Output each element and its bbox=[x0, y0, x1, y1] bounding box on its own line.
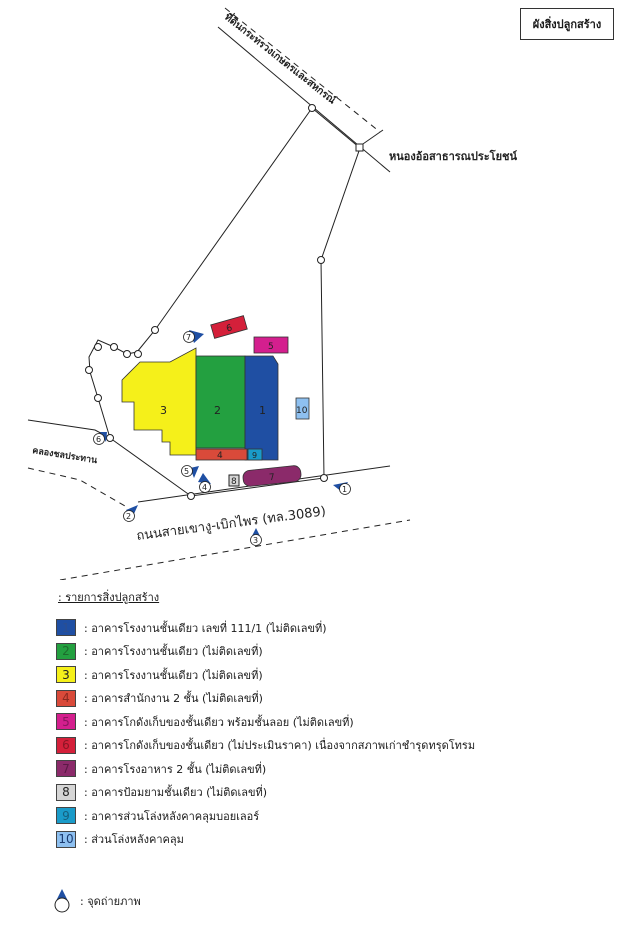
legend-item-3: 3 : อาคารโรงงานชั้นเดียว (ไม่ติดเลขที่) bbox=[56, 663, 616, 687]
building-2[interactable] bbox=[195, 355, 246, 449]
building-7-label: 7 bbox=[269, 473, 276, 484]
swatch-5: 5 bbox=[56, 713, 76, 731]
building-8-label: 8 bbox=[231, 477, 237, 487]
canal-label: คลองชลประทาน bbox=[32, 445, 99, 466]
photo-point-legend-text: : จุดถ่ายภาพ bbox=[80, 895, 141, 908]
north-land-line bbox=[217, 26, 391, 173]
photo-point-6[interactable]: 6 bbox=[93, 432, 108, 445]
legend-text-6: : อาคารโกดังเก็บของชั้นเดียว (ไม่ประเมิน… bbox=[84, 739, 476, 753]
legend-heading: : รายการสิ่งปลูกสร้าง bbox=[58, 591, 160, 604]
svg-text:2: 2 bbox=[126, 512, 131, 521]
legend-text-8: : อาคารป้อมยามชั้นเดียว (ไม่ติดเลขที่) bbox=[84, 786, 268, 800]
photo-point-icon bbox=[54, 889, 70, 913]
swatch-9: 9 bbox=[56, 807, 76, 825]
legend-item-1: 1 : อาคารโรงงานชั้นเดียว เลขที่ 111/1 (ไ… bbox=[56, 616, 616, 640]
swatch-4: 4 bbox=[56, 689, 76, 707]
photo-point-2[interactable]: 2 bbox=[123, 505, 139, 522]
building-1-label: 1 bbox=[259, 404, 266, 417]
building-9-label: 9 bbox=[252, 451, 257, 460]
site-plan-map: 3 2 1 4 9 5 6 7 8 10 1 2 3 bbox=[27, 7, 517, 580]
building-7[interactable]: 7 bbox=[242, 465, 302, 487]
photo-point-4[interactable]: 4 bbox=[198, 473, 211, 493]
svg-text:5: 5 bbox=[184, 467, 189, 476]
legend: : รายการสิ่งปลูกสร้าง 1 : อาคารโรงงานชั้… bbox=[56, 588, 616, 851]
photo-point-7[interactable]: 7 bbox=[183, 330, 205, 343]
boundary-nodes bbox=[85, 104, 364, 500]
photo-point-1[interactable]: 1 bbox=[333, 482, 351, 495]
public-pond-label: หนองอ้อสาธารณประโยชน์ bbox=[389, 149, 517, 163]
legend-text-5: : อาคารโกดังเก็บของชั้นเดียว พร้อมชั้นลอ… bbox=[84, 715, 354, 729]
legend-item-9: 9 : อาคารส่วนโล่งหลังคาคลุมบอยเลอร์ bbox=[56, 804, 616, 828]
photo-point-3[interactable]: 3 bbox=[250, 528, 262, 546]
building-8[interactable] bbox=[228, 474, 240, 487]
legend-item-4: 4 : อาคารสำนักงาน 2 ชั้น (ไม่ติดเลขที่) bbox=[56, 687, 616, 711]
legend-text-7: : อาคารโรงอาหาร 2 ชั้น (ไม่ติดเลขที่) bbox=[84, 762, 267, 776]
swatch-1: 1 bbox=[56, 619, 76, 637]
legend-text-10: : ส่วนโล่งหลังคาคลุม bbox=[84, 833, 184, 847]
swatch-2: 2 bbox=[56, 642, 76, 660]
svg-text:7: 7 bbox=[186, 333, 191, 342]
building-5[interactable] bbox=[253, 336, 289, 354]
building-3[interactable] bbox=[121, 347, 197, 456]
swatch-3: 3 bbox=[56, 666, 76, 684]
swatch-6: 6 bbox=[56, 736, 76, 754]
swatch-8: 8 bbox=[56, 783, 76, 801]
pond-line bbox=[359, 129, 384, 147]
building-10[interactable] bbox=[295, 397, 310, 420]
road-dashed-line bbox=[59, 519, 411, 580]
building-2-label: 2 bbox=[214, 404, 221, 417]
building-10-label: 10 bbox=[296, 406, 308, 416]
page-title: ผังสิ่งปลูกสร้าง bbox=[520, 8, 614, 40]
photo-point-5[interactable]: 5 bbox=[181, 465, 200, 479]
legend-item-6: 6 : อาคารโกดังเก็บของชั้นเดียว (ไม่ประเม… bbox=[56, 734, 616, 758]
svg-text:3: 3 bbox=[253, 536, 258, 545]
canal-dashed-line bbox=[27, 467, 126, 507]
svg-text:1: 1 bbox=[342, 485, 347, 494]
legend-item-2: 2 : อาคารโรงงานชั้นเดียว (ไม่ติดเลขที่) bbox=[56, 640, 616, 664]
legend-text-2: : อาคารโรงงานชั้นเดียว (ไม่ติดเลขที่) bbox=[84, 645, 263, 659]
legend-text-9: : อาคารส่วนโล่งหลังคาคลุมบอยเลอร์ bbox=[84, 809, 260, 823]
building-9[interactable] bbox=[247, 448, 263, 461]
swatch-10: 10 bbox=[56, 830, 76, 848]
legend-text-4: : อาคารสำนักงาน 2 ชั้น (ไม่ติดเลขที่) bbox=[84, 692, 263, 706]
building-6-label: 6 bbox=[225, 323, 234, 334]
svg-text:6: 6 bbox=[96, 435, 101, 444]
road-label: ถนนสายเขางู-เบิกไพร (ทล.3089) bbox=[135, 503, 326, 544]
building-6[interactable]: 6 bbox=[210, 315, 248, 339]
north-land-dashed-line bbox=[224, 7, 381, 133]
photo-point-legend: : จุดถ่ายภาพ bbox=[52, 888, 141, 914]
north-land-label: ที่ดินกระทรวงเกษตรและสหกรณ์ bbox=[222, 9, 340, 107]
building-4[interactable] bbox=[195, 448, 248, 461]
legend-item-5: 5 : อาคารโกดังเก็บของชั้นเดียว พร้อมชั้น… bbox=[56, 710, 616, 734]
swatch-7: 7 bbox=[56, 760, 76, 778]
legend-item-8: 8 : อาคารป้อมยามชั้นเดียว (ไม่ติดเลขที่) bbox=[56, 781, 616, 805]
legend-text-3: : อาคารโรงงานชั้นเดียว (ไม่ติดเลขที่) bbox=[84, 668, 263, 682]
building-5-label: 5 bbox=[268, 342, 274, 352]
building-4-label: 4 bbox=[217, 451, 223, 461]
building-3-label: 3 bbox=[160, 404, 167, 417]
legend-text-1: : อาคารโรงงานชั้นเดียว เลขที่ 111/1 (ไม่… bbox=[84, 621, 327, 635]
building-1[interactable] bbox=[244, 355, 279, 461]
legend-item-10: 10 : ส่วนโล่งหลังคาคลุม bbox=[56, 828, 616, 852]
svg-text:4: 4 bbox=[202, 483, 207, 492]
legend-item-7: 7 : อาคารโรงอาหาร 2 ชั้น (ไม่ติดเลขที่) bbox=[56, 757, 616, 781]
